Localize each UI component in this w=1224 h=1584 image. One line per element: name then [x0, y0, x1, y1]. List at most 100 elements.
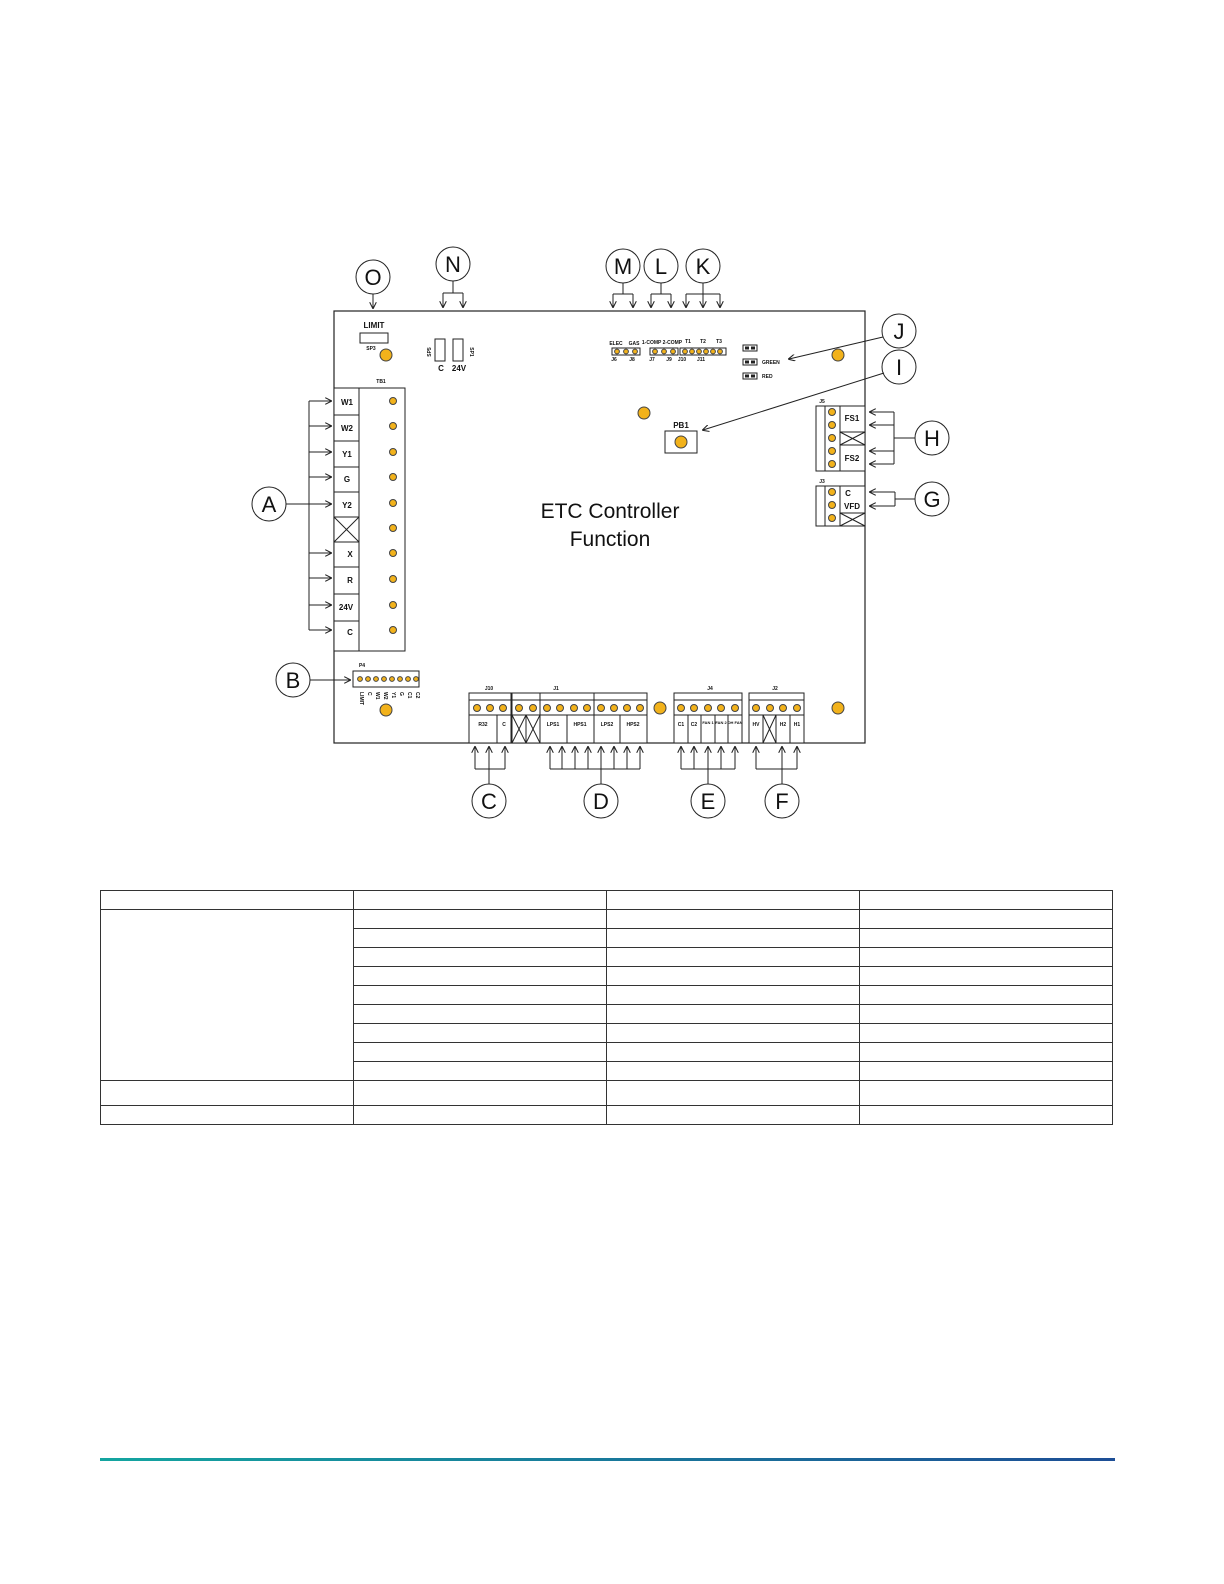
tb1-screw — [389, 524, 397, 532]
table-cell — [859, 985, 1113, 1005]
spec-table — [100, 890, 1113, 1125]
j2-unused-cross — [762, 714, 777, 744]
tb1-terminal-label: R — [347, 576, 353, 585]
tb1-terminal-label: 24V — [339, 603, 354, 612]
table-cell — [353, 1080, 607, 1106]
p4-pin — [365, 676, 371, 682]
j8-pin — [614, 348, 620, 355]
table-cell — [606, 985, 860, 1005]
j4-fan2-label: FAN 2 — [715, 720, 727, 725]
leader-m — [613, 283, 633, 295]
tb1-terminals: W1 W2 Y1 G Y2 X R 24V C — [333, 387, 360, 652]
tb1-terminal-label: W2 — [341, 424, 354, 433]
j1-screw — [556, 704, 564, 712]
tb1-screw — [389, 626, 397, 634]
p4-pin-label: W1 — [374, 692, 380, 700]
j11-label: J11 — [697, 357, 705, 363]
callout-i-label: I — [896, 355, 902, 380]
table-cell — [606, 1105, 860, 1125]
table-cell — [353, 947, 607, 967]
callout-j-label: J — [894, 319, 905, 344]
led-red — [742, 372, 758, 380]
table-header — [100, 890, 354, 910]
j4-screw — [690, 704, 698, 712]
footer-rule — [100, 1458, 1115, 1461]
board-outline — [333, 310, 866, 744]
led-red — [745, 374, 749, 378]
sp1-connector — [452, 338, 464, 362]
j10-r32-label: R32 — [478, 722, 487, 728]
leader-k — [686, 283, 720, 295]
callout-h-label: H — [924, 426, 940, 451]
j3-c-label: C — [845, 489, 851, 498]
j5-unused-cross — [839, 431, 866, 446]
j10-screw — [473, 704, 481, 712]
sp1-label: SP1 — [468, 347, 474, 357]
tb1-terminal-label: Y2 — [342, 501, 352, 510]
table-row — [101, 1042, 1113, 1062]
callout-i — [881, 349, 917, 385]
tb1-terminal-y2 — [333, 491, 360, 518]
j9-label-text: 1-COMP 2-COMP — [642, 340, 683, 346]
p4-pin-label: G — [398, 692, 404, 696]
j3-screw — [828, 514, 836, 522]
j1-screw — [610, 704, 618, 712]
j8-elec-label: ELEC — [609, 341, 623, 347]
table-row — [101, 928, 1113, 948]
j8-label: J8 — [629, 357, 635, 363]
j10-screw — [486, 704, 494, 712]
tb1-screw — [389, 397, 397, 405]
leader-a — [286, 401, 310, 630]
j11-header — [679, 347, 727, 356]
j4-label: J4 — [707, 686, 713, 692]
j2-hv-label: HV — [753, 722, 761, 728]
table-row — [100, 1105, 1113, 1125]
p4-pin — [389, 676, 395, 682]
table-cell — [606, 1080, 860, 1106]
j11-pin — [682, 348, 688, 355]
led-red — [751, 374, 755, 378]
table-cell — [353, 1004, 607, 1024]
j4-block — [673, 692, 743, 744]
j5-screw — [828, 447, 836, 455]
callout-j — [881, 313, 917, 349]
table-cell — [606, 947, 860, 967]
table-cell — [859, 1105, 1113, 1125]
j5-screw — [828, 460, 836, 468]
p4-label: P4 — [359, 663, 365, 669]
j4-screw — [677, 704, 685, 712]
table-row — [101, 1004, 1113, 1024]
leader-i — [703, 372, 885, 430]
tb1-terminal-label: W1 — [341, 398, 354, 407]
table-cell — [859, 1061, 1113, 1081]
table-cell — [606, 1061, 860, 1081]
table-cell — [606, 928, 860, 948]
table-cell — [859, 1042, 1113, 1062]
j1-label: J1 — [553, 686, 559, 692]
j5-fs2-label: FS2 — [845, 454, 860, 463]
led-indicator — [742, 344, 758, 352]
j11-pin — [703, 348, 709, 355]
leader-j — [789, 336, 884, 359]
led-indicator — [745, 346, 749, 350]
p4-pin-label: C2 — [414, 692, 420, 699]
tb1-label: TB1 — [376, 379, 386, 385]
leader-d — [550, 768, 640, 784]
limit-label: LIMIT — [364, 321, 385, 330]
sp5-connector — [434, 338, 446, 362]
j10-screw — [499, 704, 507, 712]
sp-c-label: C — [438, 364, 444, 373]
led-green — [751, 360, 755, 364]
tb1-screw — [389, 575, 397, 583]
table-cell — [353, 966, 607, 986]
callout-k-label: K — [696, 254, 711, 279]
j4-ohfan-label: OH FAN — [727, 720, 742, 725]
j8-sub-label: J6 — [611, 357, 617, 363]
controller-diagram: ETC Controller Function LIMIT SP3 SP5 SP… — [251, 246, 950, 819]
j11-pin — [696, 348, 702, 355]
j1-screw — [636, 704, 644, 712]
pb1-button — [674, 435, 688, 449]
j1-unused-cross — [525, 714, 541, 744]
table-row — [100, 1080, 1113, 1106]
table-cell — [606, 966, 860, 986]
